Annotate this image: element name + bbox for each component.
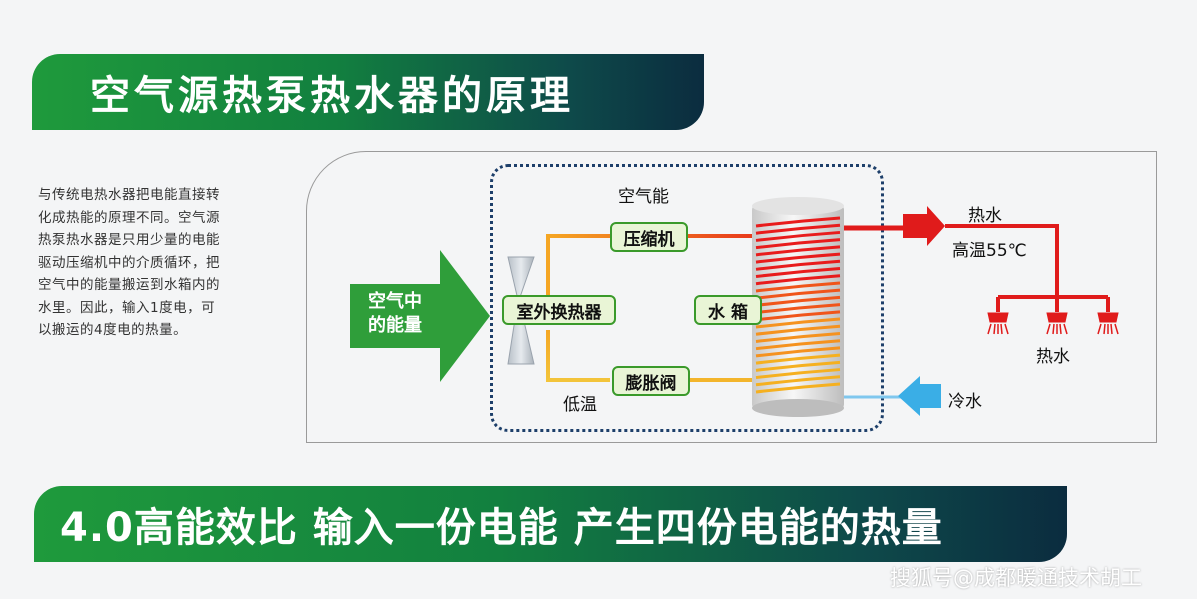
coil-stripe <box>755 216 841 228</box>
compressor: 压缩机 <box>610 222 688 252</box>
air-input-arrow <box>350 250 490 382</box>
heating-coil <box>755 216 841 394</box>
coil-stripe <box>755 259 841 271</box>
air-input-label: 空气中 的能量 <box>368 291 422 336</box>
coil-stripe <box>755 331 841 343</box>
high-temp-label: 高温55℃ <box>952 241 1027 261</box>
cold-water-arrow <box>898 376 941 416</box>
shower-head <box>1046 312 1068 323</box>
coil-stripe <box>755 324 841 336</box>
description-line: 水里。因此，输入1度电，可 <box>38 299 216 316</box>
water-spray <box>987 323 1119 335</box>
water-tank-bottom <box>752 399 844 417</box>
coil-stripe <box>755 238 841 250</box>
description-line: 与传统电热水器把电能直接转 <box>38 187 220 203</box>
coil-stripe <box>755 267 841 279</box>
shower-head <box>987 312 1009 323</box>
shower-heads <box>987 312 1119 323</box>
coil-stripe <box>755 317 841 329</box>
pipe-top <box>546 234 760 308</box>
slogan-banner: 4.0高能效比 输入一份电能 产生四份电能的热量 <box>34 486 1067 562</box>
slogan-text: 4.0高能效比 输入一份电能 产生四份电能的热量 <box>60 505 943 551</box>
coil-stripe <box>755 274 841 286</box>
coil-stripe <box>755 382 841 394</box>
description-line: 驱动压缩机中的介质循环，把 <box>38 254 220 271</box>
page-title: 空气源热泵热水器的原理 <box>90 73 574 119</box>
low-temp-label: 低温 <box>563 395 597 415</box>
description-line: 化成热能的原理不同。空气源 <box>38 209 220 226</box>
coil-stripe <box>755 252 841 264</box>
coil-stripe <box>755 360 841 372</box>
description-line: 以搬运的4度电的热量。 <box>38 322 188 338</box>
coil-stripe <box>755 288 841 300</box>
coil-stripe <box>755 339 841 351</box>
diagram-panel <box>306 151 1157 443</box>
water-tank-label: 水 箱 <box>694 295 762 325</box>
hot-water-out-label: 热水 <box>968 206 1002 226</box>
coil-stripe <box>755 310 841 322</box>
title-banner: 空气源热泵热水器的原理 <box>32 54 704 130</box>
pipe-left-bottom <box>546 330 610 382</box>
water-tank-top <box>752 197 844 215</box>
shower-head <box>1097 312 1119 323</box>
expansion-valve: 膨胀阀 <box>612 366 690 396</box>
description-line: 热泵热水器是只用少量的电能 <box>38 232 220 248</box>
coil-stripe <box>755 353 841 365</box>
outdoor-heat-exchanger: 室外换热器 <box>502 295 616 325</box>
hot-water-arrow <box>903 206 945 246</box>
hot-water-shower-label: 热水 <box>1036 347 1070 367</box>
coil-stripe <box>755 245 841 257</box>
hot-water-distribution <box>945 224 1110 312</box>
coil-stripe <box>755 281 841 293</box>
cold-water-label: 冷水 <box>948 392 982 412</box>
description-text: 与传统电热水器把电能直接转 化成热能的原理不同。空气源 热泵热水器是只用少量的电… <box>38 184 288 342</box>
coil-stripe <box>755 223 841 235</box>
coil-stripe <box>755 295 841 307</box>
description-line: 空气中的能量搬运到水箱内的 <box>38 277 220 293</box>
coil-stripe <box>755 375 841 387</box>
coil-stripe <box>755 368 841 380</box>
air-energy-boundary <box>490 164 884 432</box>
watermark: 搜狐号@成都暖通技术胡工 <box>890 566 1142 590</box>
coil-stripe <box>755 346 841 358</box>
air-energy-label: 空气能 <box>618 187 669 207</box>
coil-stripe <box>755 303 841 315</box>
coil-stripe <box>755 230 841 242</box>
